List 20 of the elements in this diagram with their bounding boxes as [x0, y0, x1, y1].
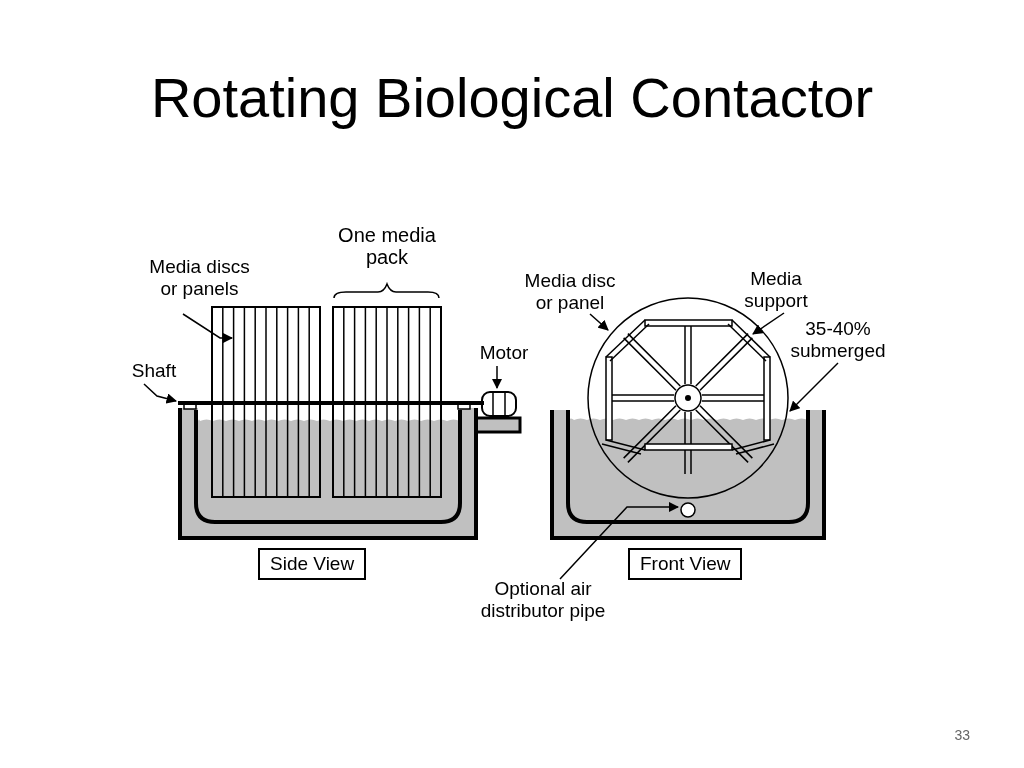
leader-line	[789, 362, 839, 412]
leader-line	[589, 313, 609, 331]
leader-line	[491, 365, 503, 390]
callout-text: Media disc or panel	[516, 270, 624, 314]
view-caption: Side View	[258, 548, 367, 580]
leader-line	[559, 501, 680, 580]
callout-text: 35-40% submerged	[788, 318, 888, 362]
callout-text: Media discs or panels	[142, 256, 257, 300]
callout-text: Media support	[738, 268, 814, 312]
view-caption: Front View	[628, 548, 743, 580]
callout-text: Optional air distributor pipe	[468, 578, 618, 622]
callout-text: Motor	[475, 342, 533, 364]
shaft	[178, 401, 484, 405]
callout-text: Shaft	[131, 360, 177, 382]
slide-title: Rotating Biological Contactor	[149, 66, 875, 130]
callout-text: One media pack	[337, 224, 437, 268]
leader-line	[143, 383, 177, 404]
leader-line	[182, 313, 234, 344]
leader-line	[752, 312, 785, 335]
page-number: 33	[953, 726, 970, 745]
